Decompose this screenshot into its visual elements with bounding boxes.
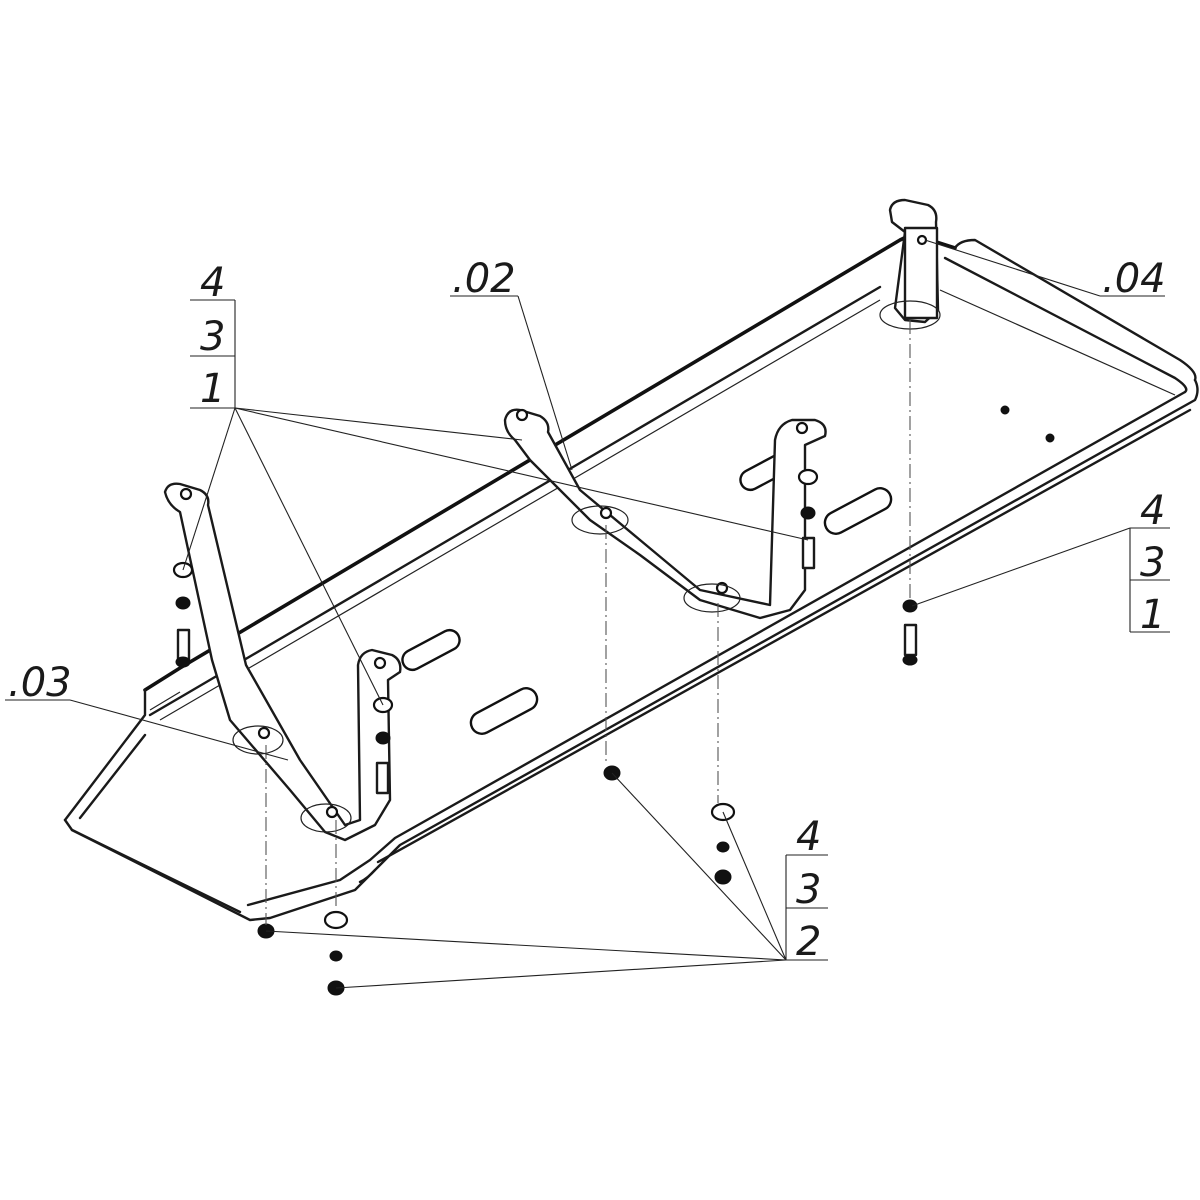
stack-left-item-3: 1 <box>200 366 225 412</box>
stack-right-item-1: 4 <box>1140 488 1165 534</box>
bracket-02 <box>503 408 827 620</box>
plate-slots <box>401 405 1055 735</box>
leader-lines <box>5 239 1170 989</box>
callout-04: .04 <box>1102 256 1166 302</box>
center-lines <box>265 320 911 925</box>
nut <box>175 596 191 610</box>
bracket-03 <box>163 482 402 842</box>
slot-2 <box>823 487 893 535</box>
bolt <box>176 628 191 662</box>
stack-bottom-item-1: 4 <box>796 814 821 860</box>
labels: .02 .03 .04 4 3 1 4 3 1 4 3 2 <box>8 256 1166 965</box>
stack-bottom-item-2: 3 <box>796 867 821 913</box>
stack-left-item-2: 3 <box>200 314 225 360</box>
slot-3 <box>401 628 461 672</box>
stack-bottom-item-3: 2 <box>796 919 821 965</box>
stack-right-item-2: 3 <box>1140 540 1165 586</box>
stack-left-item-1: 4 <box>200 260 225 306</box>
bracket-04 <box>879 198 941 330</box>
stack-right-item-3: 1 <box>1140 592 1165 638</box>
callout-03: .03 <box>8 660 72 706</box>
slot-1 <box>469 687 539 735</box>
callout-02: .02 <box>452 256 516 302</box>
